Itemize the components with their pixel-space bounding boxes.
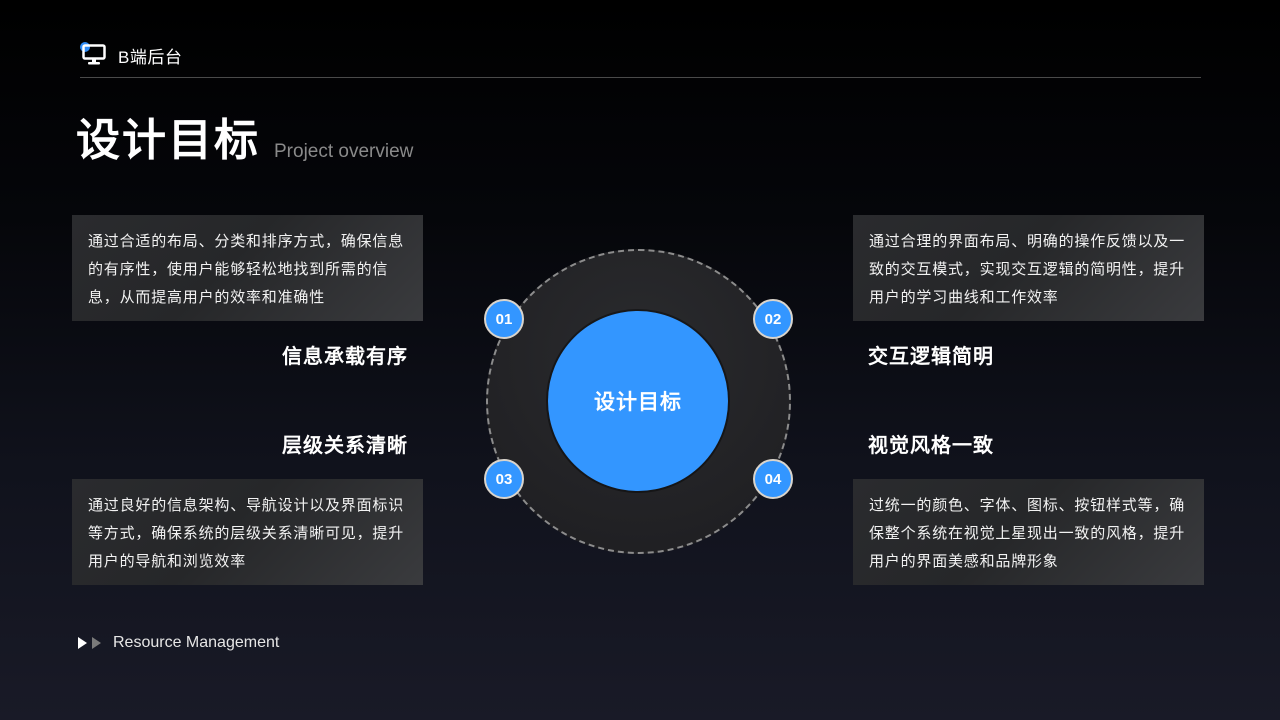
number-badge-02: 02 [753, 299, 793, 339]
goal-card-03: 通过良好的信息架构、导航设计以及界面标识等方式，确保系统的层级关系清晰可见，提升… [72, 479, 423, 585]
monitor-icon [80, 42, 108, 68]
goal-title-02: 交互逻辑简明 [868, 344, 994, 368]
footer: Resource Management [78, 632, 279, 654]
page-title: 设计目标 [76, 115, 260, 166]
goal-card-04: 过统一的颜色、字体、图标、按钮样式等，确保整个系统在视觉上星现出一致的风格，提升… [853, 479, 1204, 585]
goal-card-02: 通过合理的界面布局、明确的操作反馈以及一致的交互模式，实现交互逻辑的简明性，提升… [853, 215, 1204, 321]
number-badge-04: 04 [753, 459, 793, 499]
center-circle: 设计目标 [548, 311, 728, 491]
number-badge-01: 01 [484, 299, 524, 339]
play-arrow-dim-icon [92, 637, 101, 649]
header-divider [80, 77, 1201, 78]
page-title-block: 设计目标 Project overview [76, 113, 413, 169]
page-subtitle: Project overview [274, 141, 414, 162]
blue-dot-icon [80, 42, 90, 52]
goal-title-04: 视觉风格一致 [868, 433, 994, 457]
center-label: 设计目标 [594, 390, 682, 414]
app-title: B端后台 [118, 47, 183, 67]
number-badge-03: 03 [484, 459, 524, 499]
goal-card-01: 通过合适的布局、分类和排序方式，确保信息的有序性，使用户能够轻松地找到所需的信息… [72, 215, 423, 321]
goal-title-03: 层级关系清晰 [282, 433, 408, 457]
play-arrow-icon [78, 637, 87, 649]
goal-title-01: 信息承载有序 [282, 344, 408, 368]
footer-label: Resource Management [113, 634, 280, 651]
header: B端后台 [80, 40, 182, 70]
